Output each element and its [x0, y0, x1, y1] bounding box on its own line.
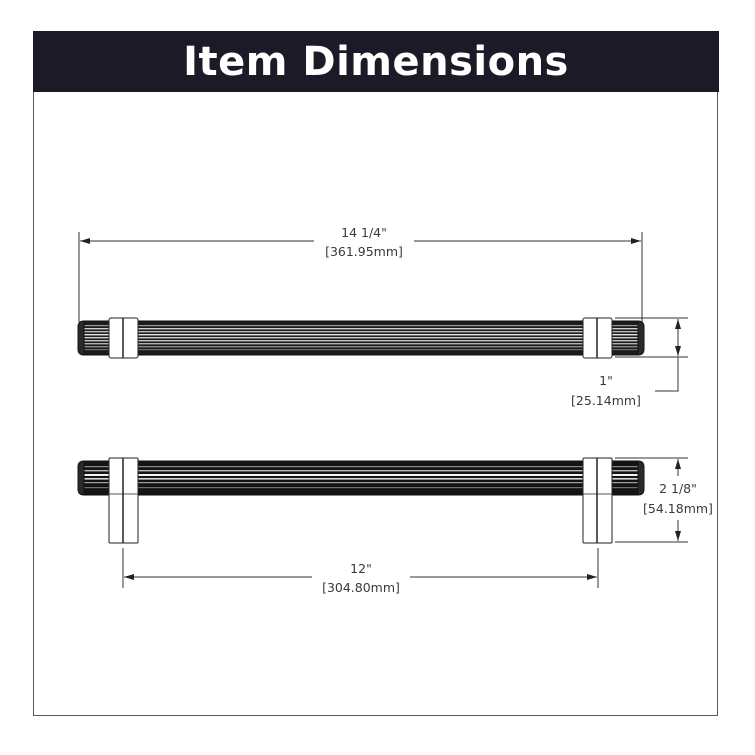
post-right — [582, 457, 613, 544]
page-title: Item Dimensions — [183, 38, 569, 85]
end-cap-left-front — [77, 460, 85, 496]
overall-length-imperial: 14 1/4" — [341, 225, 387, 240]
post-left — [108, 457, 139, 544]
end-cap-right — [637, 320, 645, 356]
front-view: 2 1/8" [54.18mm] 12" [304.80mm] — [77, 457, 713, 595]
cc-imperial: 12" — [350, 561, 372, 576]
handle-bar-front — [83, 460, 639, 496]
projection-imperial: 2 1/8" — [659, 481, 697, 496]
overall-length-metric: [361.95mm] — [325, 244, 403, 259]
end-cap-right-front — [637, 460, 645, 496]
diameter-metric: [25.14mm] — [571, 393, 641, 408]
sleeve-right — [582, 317, 613, 359]
diameter-leader — [655, 357, 679, 392]
handle-bar-top — [83, 320, 639, 356]
top-view: 14 1/4" [361.95mm] 1" [25.14mm] — [77, 225, 688, 408]
sleeve-left — [108, 317, 139, 359]
end-cap-left — [77, 320, 85, 356]
drawing-frame — [33, 31, 718, 716]
diameter-imperial: 1" — [599, 373, 613, 388]
cc-metric: [304.80mm] — [322, 580, 400, 595]
projection-metric: [54.18mm] — [643, 501, 713, 516]
header-banner: Item Dimensions — [33, 31, 719, 92]
